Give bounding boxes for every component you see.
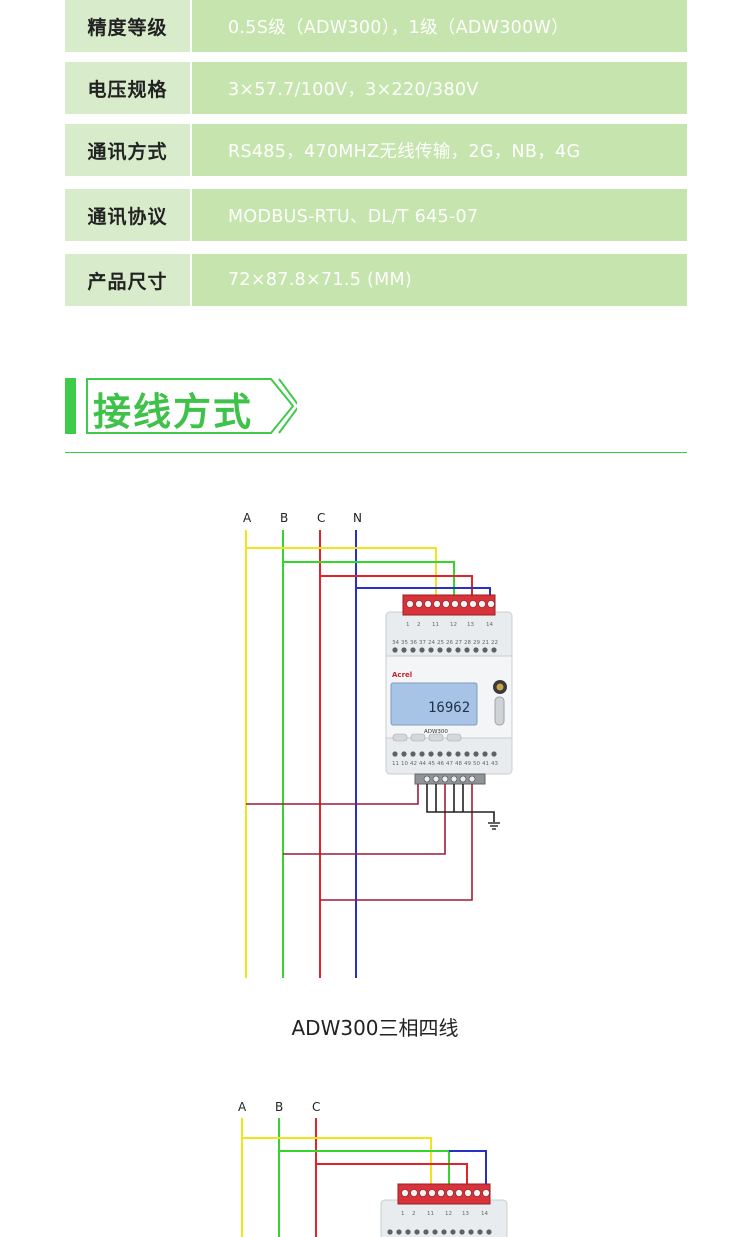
terminal-number: 28 xyxy=(464,640,471,646)
terminal-number: 49 xyxy=(464,761,471,767)
terminal-number: 22 xyxy=(491,640,498,646)
spec-label: 电压规格 xyxy=(65,62,190,114)
terminal-number: 36 xyxy=(410,640,417,646)
phase-label-a: A xyxy=(243,511,252,525)
phase-label-b: B xyxy=(275,1100,283,1114)
chevron-right-icon xyxy=(86,378,297,434)
terminal-number: 46 xyxy=(437,761,444,767)
terminal-number: 50 xyxy=(473,761,480,767)
diagram-caption: ADW300三相四线 xyxy=(291,1016,459,1040)
terminal-number: 42 xyxy=(410,761,417,767)
svg-text:14: 14 xyxy=(486,622,493,628)
spec-row: 精度等级 0.5S级（ADW300），1级（ADW300W） xyxy=(65,0,687,52)
lcd-screen xyxy=(390,682,478,726)
phase-label-c: C xyxy=(312,1100,320,1114)
model-label: ADW300 xyxy=(424,729,448,735)
terminal-number: 34 xyxy=(392,640,399,646)
terminal-number: 29 xyxy=(473,640,480,646)
terminal-number: 44 xyxy=(419,761,426,767)
ground-icon xyxy=(488,822,500,830)
svg-text:1: 1 xyxy=(401,1211,405,1217)
spec-value: 3×57.7/100V，3×220/380V xyxy=(192,62,687,114)
svg-text:13: 13 xyxy=(467,622,474,628)
spec-row: 通讯方式 RS485，470MHZ无线传输，2G，NB，4G xyxy=(65,124,687,176)
terminal-number: 26 xyxy=(446,640,453,646)
spec-label: 产品尺寸 xyxy=(65,254,190,306)
terminal-number: 10 xyxy=(401,761,408,767)
terminal-number: 45 xyxy=(428,761,435,767)
svg-text:14: 14 xyxy=(481,1211,488,1217)
svg-text:2: 2 xyxy=(417,622,421,628)
antenna-icon xyxy=(493,680,507,726)
lcd-value: 16962 xyxy=(428,700,470,716)
section-accent-bar xyxy=(65,378,76,434)
terminal-number: 48 xyxy=(455,761,462,767)
wiring-diagram-3p3w: A B C 1 2 11 12 13 14 xyxy=(0,1095,750,1237)
spec-label: 通讯方式 xyxy=(65,124,190,176)
phase-label-c: C xyxy=(317,511,325,525)
spec-value: RS485，470MHZ无线传输，2G，NB，4G xyxy=(192,124,687,176)
spec-value: 0.5S级（ADW300），1级（ADW300W） xyxy=(192,0,687,52)
section-header: 接线方式 xyxy=(65,376,297,434)
svg-text:1: 1 xyxy=(406,622,410,628)
terminal-number: 47 xyxy=(446,761,453,767)
brand-logo: Acrel xyxy=(392,671,412,679)
svg-text:11: 11 xyxy=(432,622,439,628)
terminal-number: 41 xyxy=(482,761,489,767)
svg-text:2: 2 xyxy=(412,1211,416,1217)
terminal-number: 25 xyxy=(437,640,444,646)
section-title: 接线方式 xyxy=(93,390,254,434)
section-divider xyxy=(65,452,687,453)
terminal-number: 21 xyxy=(482,640,489,646)
wiring-diagram-svg-2: A B C 1 2 11 12 13 14 xyxy=(238,1100,508,1237)
svg-text:12: 12 xyxy=(445,1211,452,1217)
spec-label: 精度等级 xyxy=(65,0,190,52)
terminal-number: 43 xyxy=(491,761,498,767)
terminal-number: 35 xyxy=(401,640,408,646)
terminal-number: 27 xyxy=(455,640,462,646)
terminal-number: 24 xyxy=(428,640,435,646)
svg-text:12: 12 xyxy=(450,622,457,628)
wiring-diagram-3p4w: A B C N 1 2 11 12 xyxy=(0,500,750,1040)
terminal-number: 11 xyxy=(392,761,399,767)
terminal-number: 37 xyxy=(419,640,426,646)
spec-row: 产品尺寸 72×87.8×71.5 (MM) xyxy=(65,254,687,306)
spec-label: 通讯协议 xyxy=(65,189,190,241)
svg-text:11: 11 xyxy=(427,1211,434,1217)
phase-label-b: B xyxy=(280,511,288,525)
spec-row: 通讯协议 MODBUS-RTU、DL/T 645-07 xyxy=(65,189,687,241)
wiring-diagram-svg: A B C N 1 2 11 12 xyxy=(243,511,513,978)
spec-value: MODBUS-RTU、DL/T 645-07 xyxy=(192,189,687,241)
phase-label-a: A xyxy=(238,1100,247,1114)
svg-text:13: 13 xyxy=(462,1211,469,1217)
phase-label-n: N xyxy=(353,511,362,525)
spec-value: 72×87.8×71.5 (MM) xyxy=(192,254,687,306)
spec-row: 电压规格 3×57.7/100V，3×220/380V xyxy=(65,62,687,114)
